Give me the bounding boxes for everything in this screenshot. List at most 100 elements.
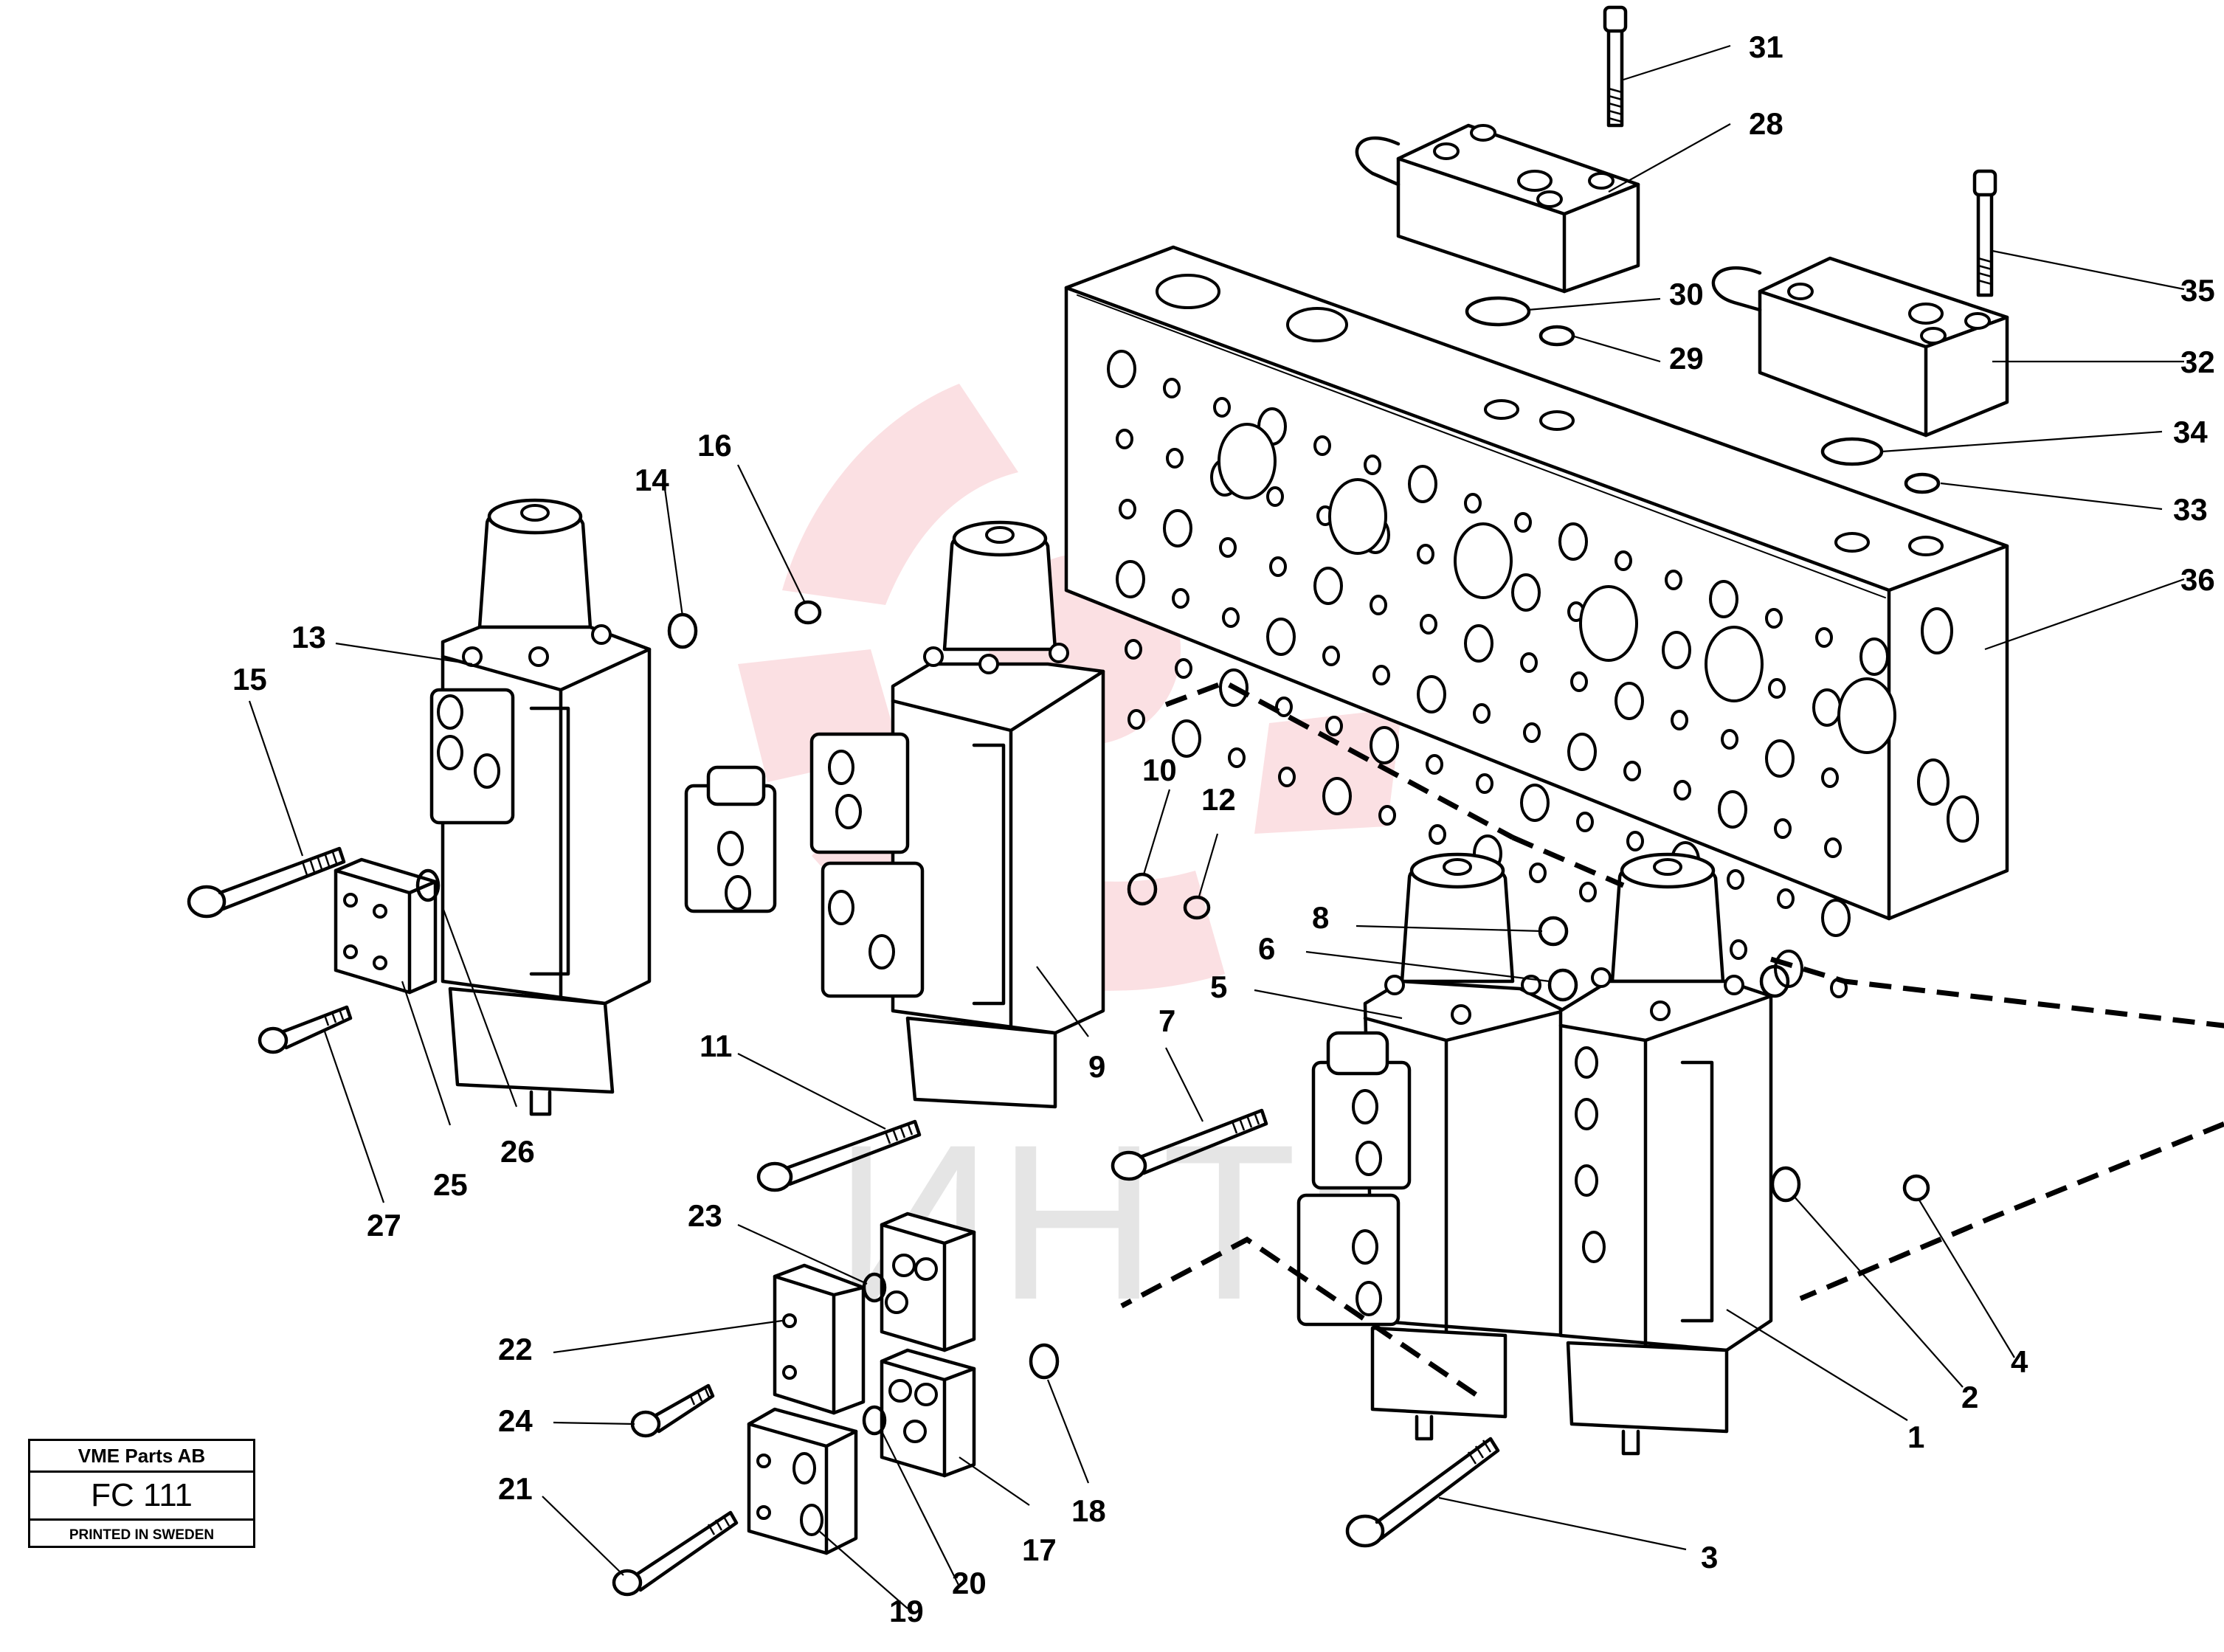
- bolt-35: [1972, 169, 1997, 297]
- leader-lines: [248, 44, 2185, 1609]
- o-ring-6: [1547, 968, 1578, 1002]
- callout-29: 29: [1669, 341, 1704, 376]
- manifold-port-hole: [1511, 573, 1541, 612]
- callout-5: 5: [1210, 970, 1227, 1004]
- manifold-port-hole: [1615, 550, 1632, 571]
- callout-12: 12: [1201, 782, 1236, 817]
- o-ring-20: [862, 1405, 887, 1436]
- callout-18: 18: [1071, 1493, 1106, 1528]
- callout-35: 35: [2180, 273, 2215, 308]
- figure-code: FC 111: [30, 1473, 253, 1521]
- manifold-port-hole: [1163, 509, 1192, 547]
- callout-31: 31: [1749, 30, 1783, 64]
- callout-27: 27: [367, 1208, 401, 1243]
- manifold-port-hole: [1372, 665, 1390, 685]
- callout-34: 34: [2173, 415, 2208, 449]
- manifold-port-hole: [1213, 397, 1231, 418]
- adapter-block-22: [773, 1263, 866, 1415]
- callout-3: 3: [1701, 1540, 1718, 1575]
- manifold-port-hole: [1768, 678, 1786, 699]
- callout-30: 30: [1669, 277, 1704, 311]
- manifold-port-hole: [1777, 888, 1795, 909]
- manifold-port-hole: [1464, 624, 1493, 663]
- manifold-port-hole: [1266, 618, 1296, 656]
- callout-19: 19: [889, 1594, 924, 1628]
- manifold-port-hole: [1116, 429, 1133, 449]
- manifold-port-hole: [1615, 682, 1644, 720]
- callout-15: 15: [232, 662, 267, 697]
- bolt-3: [1345, 1437, 1500, 1548]
- manifold-port-hole: [1464, 493, 1482, 514]
- manifold-port-hole: [1859, 637, 1889, 676]
- title-block: VME Parts AB FC 111 PRINTED IN SWEDEN: [28, 1439, 255, 1548]
- manifold-port-hole: [1127, 709, 1145, 730]
- assembly-dashed-outline: [1120, 680, 2224, 1397]
- manifold-port-hole: [1107, 350, 1136, 388]
- manifold-port-hole: [1420, 614, 1437, 635]
- bolt-7: [1111, 1108, 1268, 1181]
- o-ring-29: [1539, 325, 1575, 347]
- callout-10: 10: [1142, 753, 1177, 787]
- manifold-port-hole: [1774, 818, 1792, 839]
- manifold-port-hole: [1709, 580, 1738, 618]
- manifold-port-hole: [1322, 777, 1352, 815]
- manifold-port-hole: [1476, 773, 1493, 794]
- callout-26: 26: [500, 1134, 535, 1169]
- manifold-port-hole: [1429, 824, 1446, 845]
- company-name: VME Parts AB: [30, 1441, 253, 1473]
- manifold-port-hole: [1378, 805, 1396, 826]
- manifold-port-hole: [1219, 537, 1237, 558]
- pilot-block-32: [1711, 256, 2009, 438]
- o-ring-10: [1127, 872, 1158, 906]
- manifold-port-hole: [1662, 631, 1691, 669]
- manifold-port-hole: [1325, 716, 1343, 736]
- callout-33: 33: [2173, 492, 2208, 527]
- manifold-port-hole: [1116, 560, 1145, 598]
- o-ring-30: [1465, 296, 1531, 327]
- o-ring-23: [862, 1272, 887, 1303]
- manifold-port-hole: [1269, 556, 1287, 577]
- callout-28: 28: [1749, 106, 1783, 141]
- manifold-port-hole: [1417, 544, 1434, 564]
- manifold-port-hole: [1812, 688, 1842, 727]
- valve-section-13: [429, 498, 652, 1116]
- adapter-block-19: [747, 1407, 858, 1555]
- o-ring-14: [667, 612, 698, 649]
- callout-2: 2: [1961, 1380, 1978, 1414]
- callout-20: 20: [952, 1566, 987, 1600]
- callout-25: 25: [433, 1167, 468, 1202]
- adapter-block-25: [334, 857, 438, 995]
- manifold-port-hole: [1579, 882, 1597, 902]
- washer-16: [794, 600, 822, 625]
- bolt-24: [630, 1383, 715, 1438]
- washer-8: [1538, 916, 1569, 947]
- manifold-port-hole: [1473, 703, 1491, 724]
- manifold-port-hole: [1364, 455, 1381, 475]
- manifold-port-hole: [1567, 733, 1597, 771]
- valve-section-1: [1558, 852, 1773, 1456]
- manifold-port-hole: [1322, 646, 1340, 666]
- pilot-block-28: [1355, 123, 1640, 294]
- manifold-port-hole: [1558, 522, 1588, 561]
- manifold-port-hole: [1175, 658, 1192, 679]
- bolt-27: [258, 1005, 353, 1054]
- washer-12: [1183, 895, 1211, 920]
- callout-22: 22: [498, 1332, 533, 1366]
- manifold-port-hole: [1408, 465, 1437, 503]
- manifold-port-hole: [1266, 486, 1284, 507]
- bolt-31: [1603, 5, 1628, 128]
- manifold-port-hole: [1765, 608, 1783, 629]
- manifold-port-hole: [1125, 639, 1142, 660]
- manifold-port-hole: [1523, 722, 1541, 743]
- bolt-21: [612, 1510, 739, 1597]
- manifold-port-hole: [1576, 812, 1594, 832]
- callout-9: 9: [1088, 1049, 1105, 1084]
- o-ring-26: [415, 868, 441, 902]
- callout-8: 8: [1312, 900, 1329, 935]
- adapter-block-17: [880, 1348, 976, 1478]
- manifold-port-hole: [1313, 435, 1331, 456]
- washer-4: [1902, 1174, 1930, 1202]
- callout-13: 13: [291, 620, 326, 654]
- callout-1: 1: [1907, 1420, 1924, 1454]
